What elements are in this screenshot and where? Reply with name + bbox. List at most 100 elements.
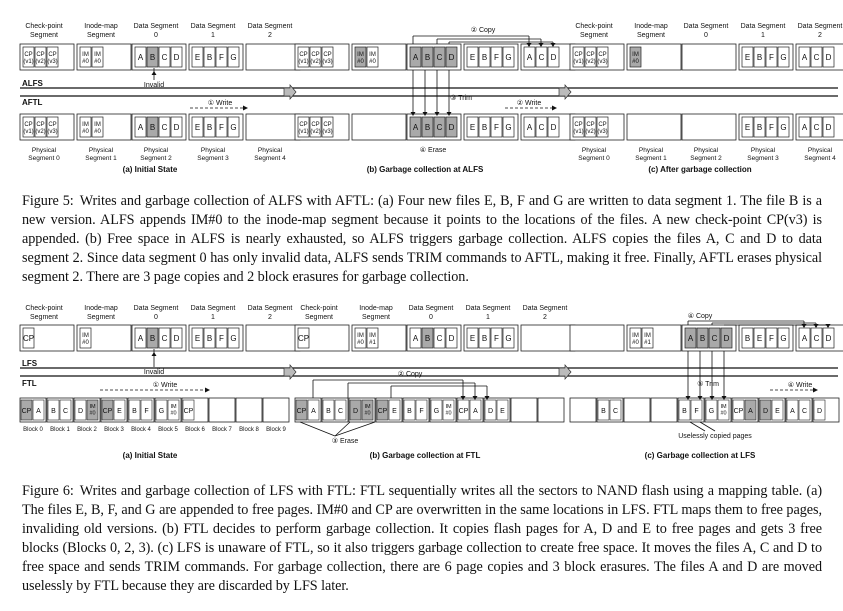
fig5-seg-header: 0: [154, 32, 158, 39]
fig5c-bottom-seg3-cell-1: [753, 116, 766, 138]
fig5c-bottom-seg4-cell-1: [810, 116, 823, 138]
fig6c-top-seg4-cell-2: [822, 327, 835, 349]
fig6a-top-seg2-cell-text-0: A: [138, 334, 144, 343]
fig5c-bottom-seg2-frame: [681, 113, 737, 141]
fig5-seg-header: 1: [211, 32, 215, 39]
fig5c-top-seg3-cell-text-3: G: [780, 53, 786, 62]
fig5-phys-label: Physical: [258, 147, 283, 154]
fig6a-flash-page-text: D: [78, 408, 83, 415]
fig5b-trim-arrow-head: [434, 112, 440, 116]
fig5b-trim-arrow-head: [410, 112, 416, 116]
fig6b-copy-arrow-head: [484, 396, 490, 400]
fig6a-invalid-arrow-head: [151, 352, 157, 356]
fig5b-top-seg0-cell-0: [297, 46, 310, 68]
fig5a-bottom-seg4-frame: [245, 113, 301, 141]
fig5-aftl-label: AFTL: [22, 98, 43, 107]
fig5c-top-seg3-cell-2: [765, 46, 778, 68]
fig6-seg-header: Inode-map: [359, 305, 393, 312]
fig5b-top-seg3-cell-2: [490, 46, 503, 68]
figure-6-caption-label: Figure 6:: [22, 483, 74, 499]
fig6b-top-seg1-cell-1: [366, 327, 379, 349]
fig6a-flash-page-text: CP: [22, 408, 32, 415]
fig6-seg-header: 0: [429, 314, 433, 321]
fig5b-top-seg2-cell-text-0: A: [413, 53, 419, 62]
fig6b-top-seg2-cell-text-0: A: [413, 334, 419, 343]
fig5c-bottom-seg0-cell-2: [596, 116, 609, 138]
fig6-panel-title-b: (b) Garbage collection at FTL: [370, 451, 481, 460]
fig5-phys-label: Physical: [694, 147, 719, 154]
fig6a-flash-page: [140, 399, 153, 421]
fig6c-flash-page-text: B: [682, 408, 687, 415]
fig6a-block-label: Block 7: [212, 427, 232, 433]
fig6c-top-seg4-cell-text-0: A: [802, 334, 808, 343]
fig5a-bottom-seg3-cell-text-0: E: [195, 123, 200, 132]
fig6b-flash-page: [376, 399, 389, 421]
fig5-phys-label: Physical: [201, 147, 226, 154]
fig5a-top-seg3-cell-3: [227, 46, 240, 68]
fig5b-bottom-seg0-cell-1: [309, 116, 322, 138]
fig5c-bottom-seg4-cell-0: [798, 116, 811, 138]
fig5a-bottom-seg1-cell-1: [91, 116, 104, 138]
fig6b-flash-page: [322, 399, 335, 421]
fig5c-bottom-seg3-cell-text-2: F: [769, 123, 774, 132]
fig5c-bottom-seg3-cell-text-1: B: [757, 123, 762, 132]
figure-5-caption-text: Writes and garbage collection of ALFS wi…: [22, 193, 822, 285]
fig5b-top-seg3-cell-0: [466, 46, 479, 68]
fig6a-top-seg2-cell-text-2: C: [162, 334, 168, 343]
fig6b-flash-page-text: D: [353, 408, 358, 415]
fig6a-block-label: Block 0: [23, 427, 43, 433]
fig5-alfs-label: ALFS: [22, 79, 44, 88]
fig6-seg-header: Data Segment: [248, 305, 293, 312]
fig6b-flash-page: [496, 399, 509, 421]
fig6c-write-label: ④ Write: [788, 381, 813, 389]
fig6c-flash-page: [690, 399, 703, 421]
fig6a-top-seg3-cell-1: [203, 327, 216, 349]
fig5b-top-seg0-cell-text-0: CP(v1): [298, 52, 308, 65]
fig5a-bottom-seg3-cell-text-1: B: [207, 123, 212, 132]
fig6b-flash-page: [403, 399, 416, 421]
fig5c-top-seg4-cell-text-0: A: [802, 53, 808, 62]
fig6c-useless-line: [699, 421, 716, 432]
fig6-seg-header: Segment: [305, 314, 333, 321]
fig5c-top-seg3-cell-text-0: E: [745, 53, 750, 62]
fig5c-top-seg3-cell-0: [741, 46, 754, 68]
fig5a-invalid-label: Invalid: [144, 82, 164, 89]
fig6a-flash-page: [47, 399, 60, 421]
fig5b-bottom-seg4-cell-text-1: C: [539, 123, 545, 132]
fig5a-invalid-arrow-head: [151, 71, 157, 75]
fig5b-top-seg3-cell-text-0: E: [470, 53, 475, 62]
fig6c-flash-page: [744, 399, 757, 421]
fig5a-top-seg2-cell-text-3: D: [174, 53, 180, 62]
fig5-phys-label: Segment 0: [28, 155, 60, 162]
fig6b-flash-page: [361, 399, 374, 421]
fig5b-top-seg0-cell-2: [321, 46, 334, 68]
fig5-phys-label: Segment 1: [635, 155, 667, 162]
fig5b-bottom-seg3-cell-text-0: E: [470, 123, 475, 132]
fig5c-bottom-seg0-cell-text-2: CP(v3): [597, 122, 607, 135]
fig6b-flash-page-text: CP: [297, 408, 307, 415]
fig6-seg-header: Data Segment: [191, 305, 236, 312]
fig6a-flash-page: [167, 399, 180, 421]
fig5c-top-seg1-cell-text-0: IM#0: [632, 52, 639, 65]
fig5a-bottom-seg2-cell-text-2: C: [162, 123, 168, 132]
fig6c-flash-page-text: C: [802, 408, 807, 415]
fig5b-bottom-seg1-frame: [351, 113, 407, 141]
fig6c-top-seg2-cell-3: [720, 327, 733, 349]
fig6c-flash-page-text: B: [601, 408, 606, 415]
fig5a-top-seg2-cell-3: [170, 46, 183, 68]
fig5a-bottom-seg0-cell-text-0: CP(v1): [23, 122, 33, 135]
fig6b-flash-page: [388, 399, 401, 421]
fig5a-bottom-seg3-cell-text-2: F: [219, 123, 224, 132]
fig6b-flash-page-text: E: [500, 408, 505, 415]
fig6-lfs-label: LFS: [22, 359, 38, 368]
fig5c-top-seg2-frame: [681, 43, 737, 71]
fig6b-top-seg1-cell-0: [354, 327, 367, 349]
fig6c-flash-page-text: A: [790, 408, 795, 415]
fig6b-top-seg2-cell-text-2: C: [437, 334, 443, 343]
fig6b-top-seg3-cell-1: [478, 327, 491, 349]
fig6c-top-seg3-cell-0: [741, 327, 754, 349]
fig5b-trim-arrow-head: [422, 112, 428, 116]
fig5b-top-seg1-cell-0: [354, 46, 367, 68]
fig5b-bottom-seg3-cell-3: [502, 116, 515, 138]
fig6b-flash-page-text: F: [419, 408, 423, 415]
